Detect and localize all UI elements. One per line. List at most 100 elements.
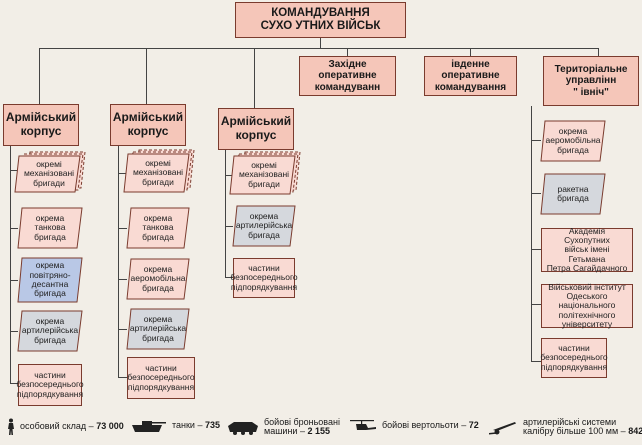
- unit-text: підпорядкування: [230, 281, 298, 292]
- unit-text: окрема: [35, 260, 65, 271]
- unit-text: безпосереднього: [16, 379, 84, 390]
- legend-label: машини –: [264, 426, 305, 437]
- unit-text: Академія Сухопутних: [564, 225, 610, 245]
- unit-text: частини: [248, 262, 280, 273]
- legend-value: 73 000: [96, 421, 124, 432]
- unit-text: підпорядкування: [540, 361, 608, 372]
- unit-text: Військовий інститут: [548, 281, 626, 292]
- south-line2: оперативне: [441, 70, 500, 82]
- unit-text: бригада: [142, 332, 174, 343]
- unit-text: аеромобільна: [130, 273, 186, 284]
- unit-text: механізовані: [23, 168, 75, 179]
- stack-shape: [14, 151, 86, 193]
- unit-text: повітряно-: [29, 269, 71, 280]
- unit-text: бригада: [34, 231, 66, 242]
- unit-text: окремі: [145, 157, 171, 168]
- soldier-icon: [8, 418, 14, 435]
- unit-text: ракетна: [557, 183, 589, 194]
- corps-label-line2: корпус: [127, 124, 169, 138]
- parallelogram-shape: [126, 207, 190, 249]
- legend-value: 735: [204, 420, 221, 431]
- unit-text: підпорядкування: [127, 381, 195, 392]
- unit-text: окрема: [143, 212, 173, 223]
- unit-text: бригада: [557, 193, 589, 203]
- legend-label: артилерійські системи: [523, 417, 617, 427]
- legend-label: танки –: [172, 420, 203, 431]
- unit-text: частини: [145, 362, 177, 373]
- stack-shape: [123, 149, 195, 193]
- army-corps-3: Армійський корпус: [218, 108, 294, 150]
- unit-text: безпосереднього: [230, 272, 298, 283]
- unit-text: окрема: [558, 125, 588, 136]
- parallelogram-shape: [232, 205, 296, 247]
- unit-text: військ імені Гетьмана: [564, 244, 610, 264]
- territorial-line3: " івнiч": [573, 86, 609, 98]
- unit-text: механізовані: [238, 169, 290, 180]
- unit-text: механізовані: [132, 167, 184, 178]
- unit-text: бригада: [34, 288, 66, 299]
- parallelogram-shape: [540, 120, 606, 162]
- legend-value: 72: [468, 420, 479, 431]
- west-line2: оперативне: [318, 70, 377, 82]
- howitzer-icon: [489, 422, 516, 435]
- legend-value: 2 155: [307, 426, 330, 437]
- parallelogram-shape: [17, 257, 83, 303]
- unit-text: бригади: [248, 178, 280, 189]
- unit-text: десантна: [31, 279, 69, 289]
- stack-shape: [229, 151, 301, 195]
- territorial-command-box: Територіальне управлінн " івнiч": [543, 56, 639, 106]
- territorial-line2: управлінн: [565, 75, 617, 87]
- unit-text: окремі: [251, 159, 277, 170]
- unit-text: окрема: [143, 313, 173, 324]
- unit-text: безпосереднього: [127, 372, 195, 383]
- south-command-box: івденне оперативне командування: [424, 56, 517, 96]
- unit-text: окрема: [143, 263, 173, 274]
- legend-value: 842: [628, 426, 642, 437]
- parallelogram-shape: [126, 308, 190, 350]
- unit-text: окрема: [35, 212, 65, 223]
- unit-text: танкова: [142, 222, 174, 233]
- unit-text: танкова: [34, 222, 66, 233]
- legend-helicopters: бойові вертольоти – 72: [348, 418, 479, 434]
- parallelogram-shape: [17, 207, 83, 249]
- unit-text: окрема: [35, 315, 65, 326]
- legend-label: калібру більше 100 мм –: [523, 426, 626, 437]
- parallelogram-shape: [540, 173, 606, 215]
- corps-label-line2: корпус: [20, 124, 62, 138]
- legend-personnel: особовий склад – 73 000: [6, 418, 124, 436]
- unit-text: бригада: [557, 144, 589, 155]
- unit-text: бригада: [248, 229, 280, 240]
- corps-label-line2: корпус: [235, 128, 277, 142]
- unit-text: артилерійська: [235, 220, 293, 231]
- unit-text: окрема: [249, 210, 279, 221]
- unit-text: безпосереднього: [540, 352, 608, 363]
- south-line3: командування: [434, 81, 507, 93]
- corps-label-line1: Армійський: [112, 110, 184, 125]
- territorial-line1: Територіальне: [554, 63, 628, 75]
- unit-text: підпорядкування: [16, 388, 84, 399]
- unit-text: окремі: [36, 158, 62, 169]
- top-title-line1: КОМАНДУВАННЯ: [271, 6, 370, 19]
- legend-label: бойові вертольоти –: [382, 420, 467, 431]
- unit-text: частини: [34, 369, 66, 380]
- unit-text: політехнічного: [558, 309, 616, 320]
- unit-text: бригада: [142, 282, 174, 293]
- ground-forces-command-box: КОМАНДУВАННЯ СУХО УТНИХ ВІЙСЬК: [235, 2, 406, 38]
- west-line1: Західне: [328, 58, 367, 70]
- corps-label-line1: Армійський: [220, 114, 292, 129]
